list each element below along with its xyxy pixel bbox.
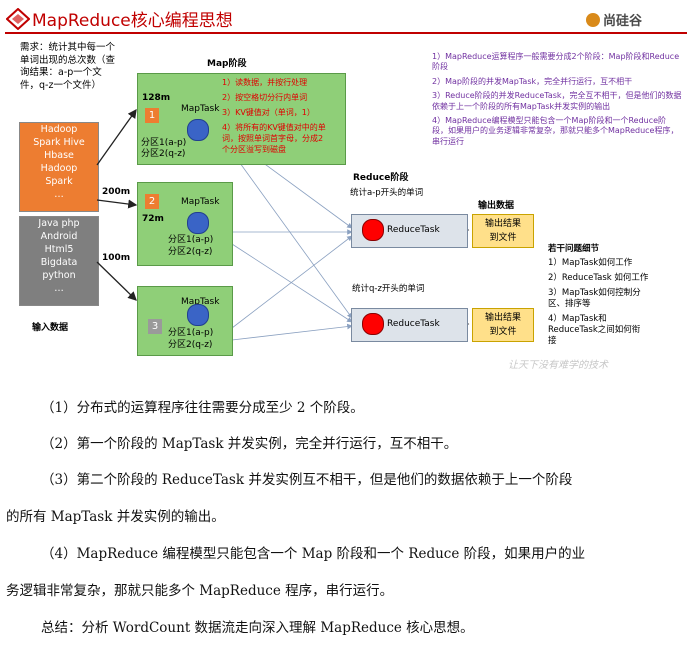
- output-box-2: 输出结果到文件: [472, 308, 534, 342]
- detail-item: 4）MapTask和ReduceTask之间如何衔接: [548, 314, 641, 346]
- requirement-text: 需求：统计其中每一个单词出现的总次数（查询结果：a-p一个文件，q-z一个文件）: [20, 42, 116, 91]
- paragraph-4-line-1: （4）MapReduce 编程模型只能包含一个 Map 阶段和一个 Reduce…: [41, 546, 586, 562]
- output-data-label: 输出数据: [478, 201, 515, 211]
- watermark: 让天下没有难学的技术: [508, 360, 608, 371]
- size-label-200m: 200m: [102, 187, 131, 197]
- paragraph-3-line-1: （3）第二个阶段的 ReduceTask 并发实例互不相干，但是他们的数据依赖于…: [41, 472, 573, 488]
- input-word: Spark Hive: [33, 137, 85, 148]
- maptask-label: MapTask: [181, 104, 220, 114]
- detail-item: 2）ReduceTask 如何工作: [548, 273, 649, 283]
- note-item: 2）Map阶段的并发MapTask，完全并行运行，互不相干: [432, 76, 633, 86]
- input-data-label: 输入数据: [32, 323, 69, 333]
- details-list: 1）MapTask如何工作 2）ReduceTask 如何工作 3）MapTas…: [548, 258, 686, 347]
- input-word: Java php: [38, 218, 80, 229]
- reducetask-label: ReduceTask: [387, 225, 440, 235]
- reduce-stage-label: Reduce阶段: [353, 173, 409, 183]
- flow-arrows: [96, 107, 470, 341]
- maptask-box-1: [137, 73, 346, 165]
- maptask-circle-icon: [187, 212, 209, 234]
- input-block-1: Hadoop Spark Hive Hbase Hadoop Spark …: [19, 122, 99, 212]
- reducetask-circle-icon: [362, 313, 384, 335]
- mapreduce-notes: 1）MapReduce运算程序一般需要分成2个阶段：Map阶段和Reduce阶段…: [432, 52, 682, 151]
- reduce-1-description: 统计a-p开头的单词: [350, 188, 424, 198]
- input-word: Android: [40, 231, 78, 242]
- map-note: 2）按空格切分行内单词: [222, 93, 308, 102]
- note-item: 4）MapReduce编程模型只能包含一个Map阶段和一个Reduce阶段，如果…: [432, 116, 679, 146]
- output-box-text: 输出结果到文件: [484, 313, 521, 337]
- split-number-3: 3: [148, 319, 162, 334]
- map-note: 3）KV键值对（单词，1）: [222, 108, 315, 117]
- logo: 尚硅谷: [586, 10, 642, 29]
- note-item: 1）MapReduce运算程序一般需要分成2个阶段：Map阶段和Reduce阶段: [432, 52, 680, 72]
- reduce-2-description: 统计q-z开头的单词: [352, 284, 425, 294]
- summary-paragraph: 总结：分析 WordCount 数据流走向深入理解 MapReduce 核心思想…: [41, 620, 474, 636]
- input-word: Hadoop: [40, 163, 78, 174]
- map-note: 1）读数据，并按行处理: [222, 78, 308, 87]
- input-block-2: Java php Android Html5 Bigdata python …: [19, 216, 99, 306]
- maptask-circle-icon: [187, 119, 209, 141]
- map-note: 4）将所有的KV键值对中的单: [222, 123, 326, 132]
- note-item: 3）Reduce阶段的并发ReduceTask，完全互不相干，但是他们的数据依赖…: [432, 91, 682, 111]
- mapreduce-slide: MapReduce核心编程思想 尚硅谷 需求：统计其中每一个单词出现的总次数（查…: [5, 8, 687, 371]
- partition-2-label: 分区2(q-z): [168, 247, 213, 257]
- split-size-72m: 72m: [142, 214, 164, 224]
- split-number-2: 2: [145, 194, 159, 209]
- map-note: 个分区溢写到磁盘: [222, 145, 286, 154]
- partition-2-label: 分区2(q-z): [141, 149, 186, 159]
- input-word: …: [54, 283, 64, 294]
- diamond-icon: [6, 8, 30, 30]
- maptask-label: MapTask: [181, 297, 220, 307]
- map-note: 词，按照单词首字母，分成2: [222, 134, 324, 143]
- partition-1-label: 分区1(a-p): [168, 328, 214, 338]
- map-stage-label: Map阶段: [207, 59, 247, 69]
- maptask-label: MapTask: [181, 197, 220, 207]
- input-word: …: [54, 189, 64, 200]
- input-word: Spark: [45, 176, 73, 187]
- map-process-notes: 1）读数据，并按行处理 2）按空格切分行内单词 3）KV键值对（单词，1） 4）…: [222, 77, 326, 155]
- input-word: python: [42, 270, 76, 281]
- partition-1-label: 分区1(a-p): [141, 138, 187, 148]
- reducetask-label: ReduceTask: [387, 319, 440, 329]
- detail-item: 1）MapTask如何工作: [548, 258, 633, 268]
- detail-item: 3）MapTask如何控制分区、排序等: [548, 288, 641, 309]
- paragraph-1: （1）分布式的运算程序往往需要分成至少 2 个阶段。: [41, 400, 364, 416]
- output-box-text: 输出结果到文件: [484, 219, 521, 243]
- input-word: Hbase: [44, 150, 74, 161]
- maptask-circle-icon: [187, 304, 209, 326]
- input-word: Hadoop: [40, 124, 78, 135]
- reducetask-circle-icon: [362, 219, 384, 241]
- paragraph-4-line-2: 务逻辑非常复杂，那就只能多个 MapReduce 程序，串行运行。: [6, 583, 394, 599]
- logo-text: 尚硅谷: [603, 14, 643, 29]
- split-number-1: 1: [145, 108, 159, 123]
- size-label-100m: 100m: [102, 253, 131, 263]
- split-size-128m: 128m: [142, 93, 171, 103]
- input-word: Html5: [44, 244, 74, 255]
- input-word: Bigdata: [40, 257, 78, 268]
- output-box-1: 输出结果到文件: [472, 214, 534, 248]
- slide-title: MapReduce核心编程思想: [32, 11, 233, 31]
- partition-2-label: 分区2(q-z): [168, 340, 213, 350]
- title-underline: [5, 32, 687, 34]
- paragraph-2: （2）第一个阶段的 MapTask 并发实例，完全并行运行，互不相干。: [41, 436, 458, 452]
- logo-icon: [586, 13, 600, 27]
- details-title: 若干问题细节: [548, 244, 600, 254]
- paragraph-3-line-2: 的所有 MapTask 并发实例的输出。: [6, 509, 225, 525]
- partition-1-label: 分区1(a-p): [168, 235, 214, 245]
